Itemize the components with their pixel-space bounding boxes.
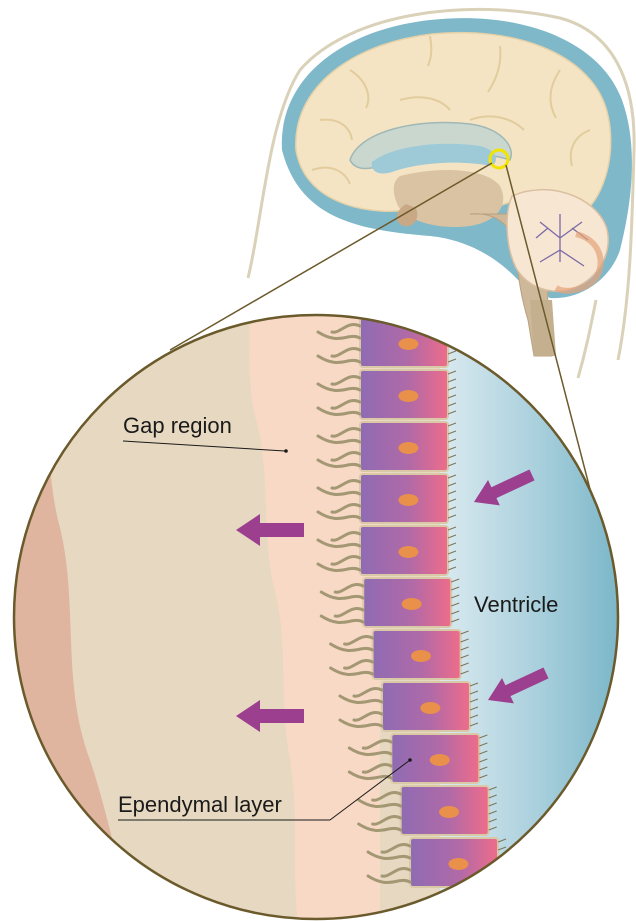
cilium — [498, 863, 506, 866]
cilium — [448, 319, 456, 322]
cell-nucleus — [398, 390, 418, 402]
cell-nucleus — [439, 806, 459, 818]
cell-nucleus — [420, 702, 440, 714]
cell-nucleus — [402, 598, 422, 610]
cell-nucleus — [398, 338, 418, 350]
gap-region-label: Gap region — [123, 413, 232, 438]
ependymal-layer-label: Ependymal layer — [118, 792, 282, 817]
cell-nucleus — [398, 442, 418, 454]
cell-nucleus — [448, 858, 468, 870]
cilium — [448, 327, 456, 330]
ventricle-label: Ventricle — [474, 592, 558, 617]
gap-region-pointer — [284, 449, 288, 453]
cilium — [498, 879, 506, 882]
cell-nucleus — [411, 650, 431, 662]
cell-nucleus — [430, 754, 450, 766]
cell-nucleus — [398, 546, 418, 558]
cilium — [448, 335, 456, 338]
ependymal-layer-pointer — [408, 758, 412, 762]
cilium — [498, 871, 506, 874]
neck-outline — [578, 300, 596, 378]
cell-nucleus — [398, 494, 418, 506]
